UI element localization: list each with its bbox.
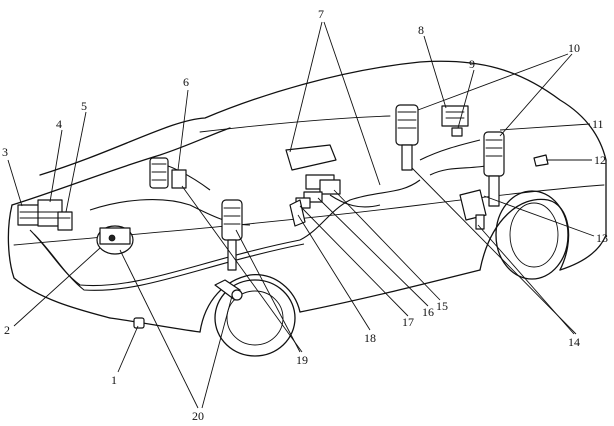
part-1-sensor	[133, 317, 145, 329]
part-6-air-spring	[149, 157, 187, 189]
rear-wheel	[495, 190, 569, 280]
callout-5: 5	[81, 99, 87, 113]
callout-18: 18	[364, 331, 376, 345]
callout-11: 11	[592, 117, 604, 131]
part-10-rear-spring-left	[395, 104, 419, 171]
callout-7: 7	[318, 7, 324, 21]
callout-10: 10	[568, 41, 580, 55]
callout-13: 13	[596, 231, 608, 245]
part-3-4-5-cluster	[17, 199, 73, 231]
callout-2: 2	[4, 323, 10, 337]
part-8-ecu	[441, 105, 469, 127]
callout-12: 12	[594, 153, 606, 167]
callout-9: 9	[469, 57, 475, 71]
callout-20: 20	[192, 409, 204, 423]
front-wheel	[214, 279, 296, 357]
callout-19: 19	[296, 353, 308, 367]
part-10-rear-spring-right	[483, 131, 505, 207]
part-20-lower-arm	[214, 279, 243, 301]
callout-15: 15	[436, 299, 448, 313]
part-12-sensor	[533, 154, 549, 167]
callout-1: 1	[111, 373, 117, 387]
part-13-14-rear-lower	[459, 189, 487, 230]
callout-6: 6	[183, 75, 189, 89]
callout-4: 4	[56, 117, 62, 131]
air-lines	[29, 139, 491, 291]
callout-8: 8	[418, 23, 424, 37]
part-9-relay	[451, 127, 463, 137]
callout-3: 3	[2, 145, 8, 159]
leader-lines	[7, 21, 595, 409]
callout-14: 14	[568, 335, 580, 349]
part-2-compressor	[96, 225, 134, 255]
callout-17: 17	[402, 315, 414, 329]
callout-labels: 1 2 3 4 5 6 7 8 9 10 11 12 13 14 15 16 1…	[2, 7, 608, 423]
callout-16: 16	[422, 305, 434, 319]
